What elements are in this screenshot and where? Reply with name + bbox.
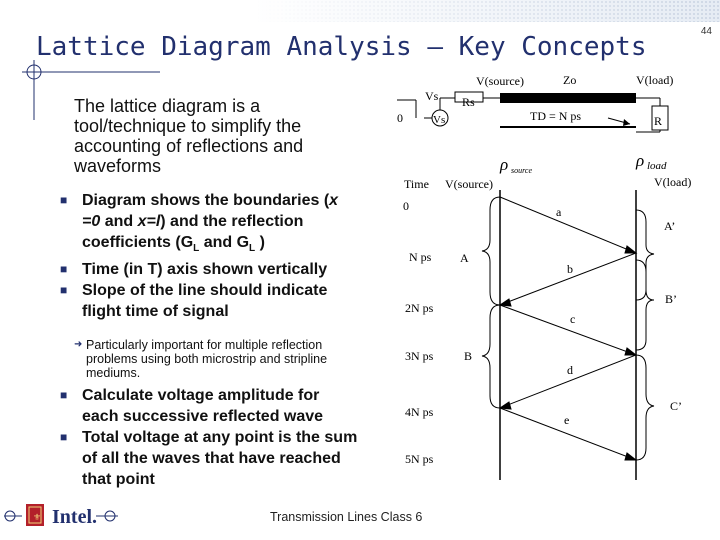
wave-label: a xyxy=(556,205,562,219)
bullet-item: ■Time (in T) axis shown vertically xyxy=(60,261,328,279)
time-label: 2N ps xyxy=(405,301,434,315)
arrow-bullet-icon: ➜ xyxy=(74,339,83,350)
wave-paths xyxy=(498,196,638,461)
bullet-item: ■Diagram shows the boundaries (x =0 and … xyxy=(60,192,339,255)
time-label: 0 xyxy=(403,199,409,213)
time-header: Time xyxy=(404,177,429,191)
bullet-item: ■Total voltage at any point is the sum o… xyxy=(60,429,358,488)
header-band xyxy=(0,0,720,22)
time-label: N ps xyxy=(409,250,432,264)
time-label: 5N ps xyxy=(405,452,434,466)
source-resistor-icon xyxy=(454,91,484,103)
arrowhead-icon xyxy=(498,298,512,307)
sub-bullet-note: ➜Particularly important for multiple ref… xyxy=(74,338,328,380)
wave-label: e xyxy=(564,413,569,427)
slide-footer: Transmission Lines Class 6 xyxy=(270,510,423,524)
load-braces xyxy=(635,209,655,461)
arrowhead-icon xyxy=(624,452,638,461)
svg-text:⚜: ⚜ xyxy=(33,512,41,522)
intro-text: The lattice diagram is a tool/technique … xyxy=(74,96,304,176)
seal-icon xyxy=(26,504,44,526)
v-load-label: V(load) xyxy=(636,73,673,87)
load-brace-label: B’ xyxy=(665,292,677,306)
source-brace-label: B xyxy=(464,349,472,363)
load-brace-label: C’ xyxy=(670,399,682,413)
vs-source-label: Vs xyxy=(433,114,445,126)
intel-logo: ⚜ Intel. xyxy=(4,504,118,528)
bullet-item: ■Slope of the line should indicate fligh… xyxy=(60,282,328,321)
rho-source-subscript: source xyxy=(511,166,532,175)
arrowhead-icon xyxy=(624,245,638,254)
page-number: 44 xyxy=(700,26,712,37)
title-decoration xyxy=(22,60,160,120)
circuit-schematic xyxy=(397,91,669,133)
arrowhead-icon xyxy=(498,401,512,410)
source-braces xyxy=(481,196,501,409)
slide-title: Lattice Diagram Analysis – Key Concepts xyxy=(36,32,647,62)
ground-zero-label: 0 xyxy=(397,111,403,125)
transmission-line-top xyxy=(500,93,636,103)
rho-load-symbol: ρ xyxy=(635,151,644,170)
load-column-header: V(load) xyxy=(654,175,691,189)
source-column-header: V(source) xyxy=(445,177,493,191)
rho-load-subscript: load xyxy=(647,160,667,172)
time-label: 4N ps xyxy=(405,405,434,419)
rs-label: Rs xyxy=(462,95,475,109)
source-brace-label: A xyxy=(460,251,469,265)
square-bullet-icon: ■ xyxy=(60,430,68,444)
r-label: R xyxy=(654,114,662,128)
arrowhead-icon xyxy=(624,347,638,356)
wave-label: d xyxy=(567,363,573,377)
load-brace-label: A’ xyxy=(664,219,675,233)
rho-source-symbol: ρ xyxy=(499,155,508,174)
zo-label: Zo xyxy=(563,73,576,87)
bullet-list-bottom: ■ Calculate voltage amplitude for each s… xyxy=(60,385,360,490)
bullet-item: ■ Calculate voltage amplitude for each s… xyxy=(60,387,324,425)
vs-top-label: Vs xyxy=(425,89,439,103)
td-label: TD = N ps xyxy=(530,109,581,123)
wave-label: b xyxy=(567,262,573,276)
square-bullet-icon: ■ xyxy=(60,283,68,298)
square-bullet-icon: ■ xyxy=(60,193,68,207)
v-source-label: V(source) xyxy=(476,74,524,88)
time-label: 3N ps xyxy=(405,349,434,363)
logo-text: Intel. xyxy=(52,506,97,528)
wave-label: c xyxy=(570,312,575,326)
square-bullet-icon: ■ xyxy=(60,388,68,402)
square-bullet-icon: ■ xyxy=(60,262,68,277)
bullet-list-top: ■Diagram shows the boundaries (x =0 and … xyxy=(60,190,360,322)
